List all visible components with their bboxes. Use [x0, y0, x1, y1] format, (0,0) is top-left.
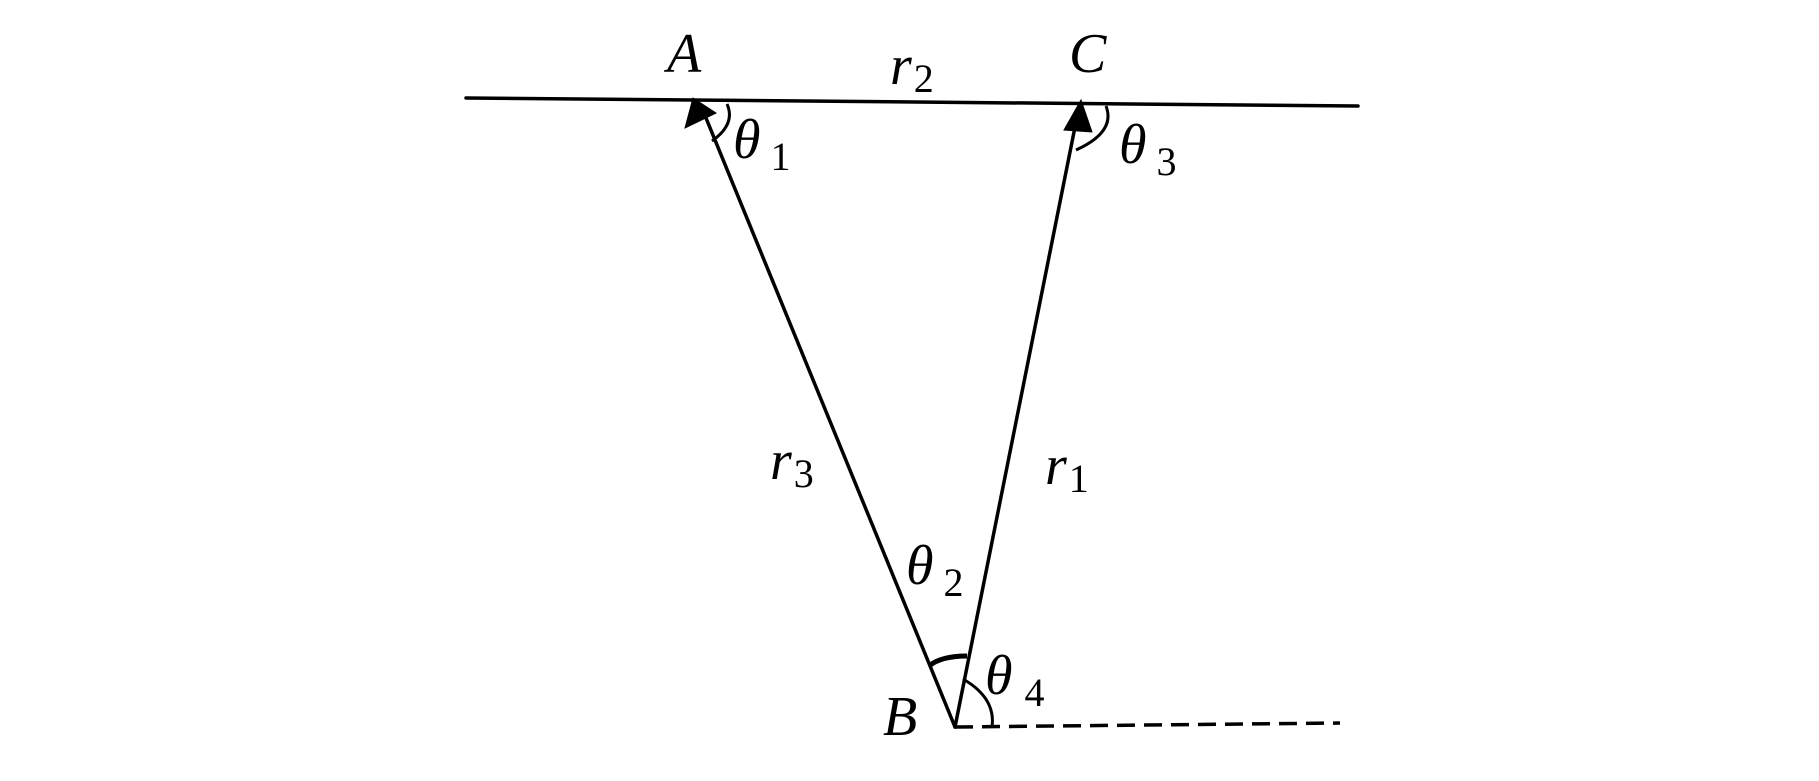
- point-b-label: B: [883, 686, 917, 748]
- angle-theta2-subscript: 2: [944, 560, 964, 605]
- angle-theta4-subscript: 4: [1025, 670, 1045, 715]
- angle-theta4-symbol: θ: [985, 645, 1013, 707]
- vector-r3-subscript: 3: [794, 451, 814, 496]
- angle-theta2-arc: [927, 653, 968, 669]
- vector-r2-subscript: 2: [914, 56, 934, 101]
- dashed-reference-line: [954, 721, 1341, 729]
- angle-theta2-symbol: θ: [906, 535, 934, 597]
- vector-r3-symbol: r: [770, 430, 792, 492]
- top-horizontal-line: [464, 96, 1360, 108]
- angle-theta1-arc: [711, 103, 731, 143]
- vector-r1-arrowhead: [1063, 98, 1093, 133]
- vector-r1-subscript: 1: [1069, 456, 1089, 501]
- vector-r3-line: [704, 116, 957, 729]
- angle-theta3-symbol: θ: [1119, 114, 1147, 176]
- point-a-label: A: [663, 23, 702, 85]
- angle-theta3-subscript: 3: [1157, 139, 1177, 184]
- vector-r1-symbol: r: [1045, 435, 1067, 497]
- angle-theta4-arc: [962, 677, 994, 728]
- vector-r3-label: r3: [770, 430, 814, 496]
- vector-r1-label: r1: [1045, 435, 1089, 501]
- point-c-label: C: [1069, 23, 1107, 85]
- angle-theta1-symbol: θ: [733, 109, 761, 171]
- angle-theta1-subscript: 1: [771, 134, 791, 179]
- vector-r2-symbol: r: [890, 35, 912, 97]
- vector-r2-label: r2: [890, 35, 934, 101]
- vector-r1-line: [953, 120, 1078, 729]
- vector-r3-arrowhead: [684, 97, 718, 129]
- angle-theta3-arc: [1075, 105, 1110, 152]
